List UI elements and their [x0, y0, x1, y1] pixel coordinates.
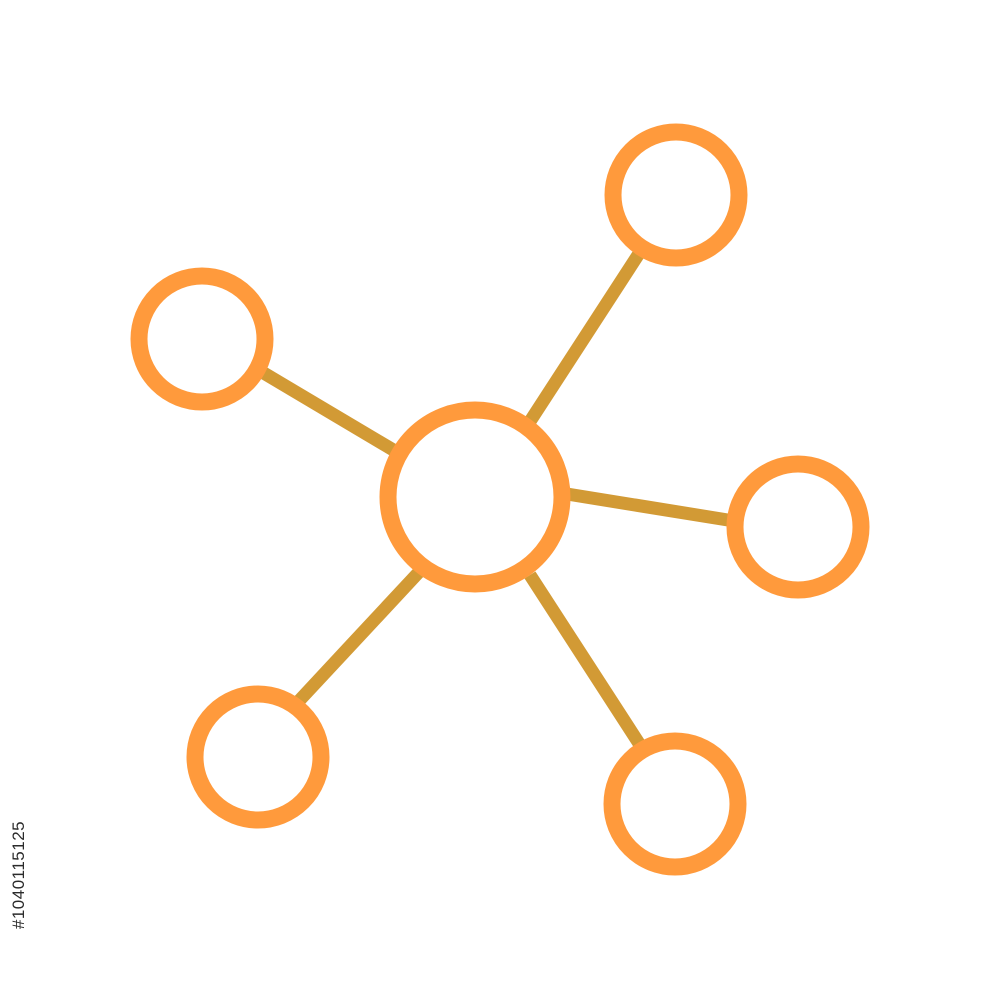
edge-bottom-left: [292, 567, 424, 708]
node-bottom-right: [603, 732, 747, 876]
edge-left: [258, 366, 399, 457]
stock-id-label: #1040115125: [4, 765, 34, 985]
edge-right: [565, 487, 736, 528]
center-node: [379, 401, 571, 593]
nodes: [130, 123, 870, 876]
edge-top-right: [521, 248, 646, 430]
node-top-right: [604, 123, 748, 267]
stock-id-text: #1040115125: [9, 820, 28, 930]
node-right: [726, 455, 870, 599]
node-bottom-left: [186, 685, 330, 829]
edges: [258, 248, 736, 752]
edge-bottom-right: [524, 571, 648, 752]
node-left: [130, 267, 274, 411]
